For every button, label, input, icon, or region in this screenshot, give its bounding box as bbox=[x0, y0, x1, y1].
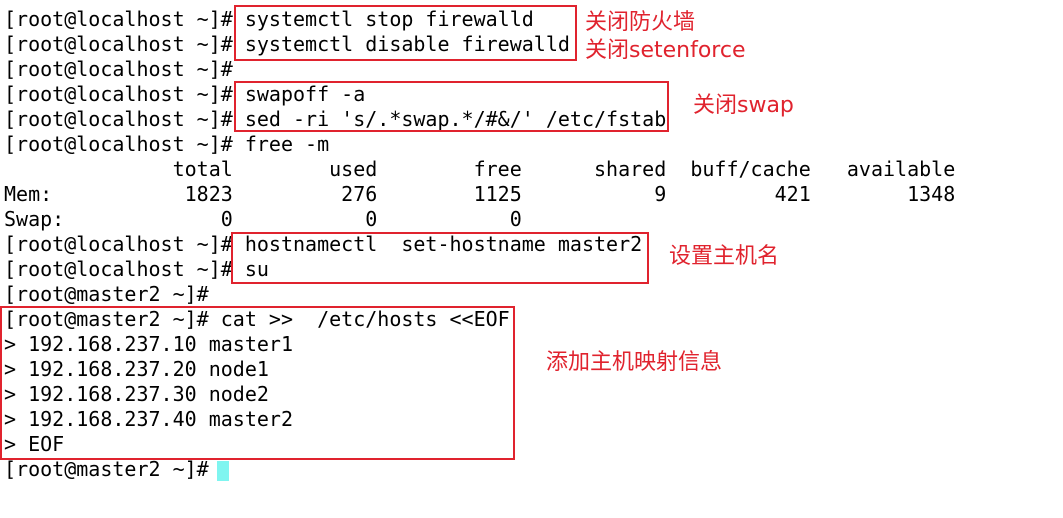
annotation-hostname: 设置主机名 bbox=[669, 244, 780, 269]
hostname-highlight-box bbox=[231, 232, 649, 284]
terminal-line: [root@localhost ~]# systemctl disable fi… bbox=[4, 32, 570, 56]
terminal-line: [root@localhost ~]# bbox=[4, 57, 233, 81]
terminal-line: [root@localhost ~]# systemctl stop firew… bbox=[4, 7, 534, 31]
terminal-line: > 192.168.237.30 node2 bbox=[4, 382, 269, 406]
free-mem-line: Mem: 1823 276 1125 9 421 1348 bbox=[4, 182, 956, 206]
terminal-line: > 192.168.237.20 node1 bbox=[4, 357, 269, 381]
terminal-line: [root@master2 ~]# cat >> /etc/hosts <<EO… bbox=[4, 307, 510, 331]
terminal-line: [root@localhost ~]# swapoff -a bbox=[4, 82, 366, 106]
terminal-line: [root@master2 ~]# bbox=[4, 282, 209, 306]
firewall-highlight-box bbox=[234, 5, 577, 61]
hosts-highlight-box bbox=[0, 306, 515, 460]
terminal-line: > 192.168.237.10 master1 bbox=[4, 332, 293, 356]
free-swap-line: Swap: 0 0 0 bbox=[4, 207, 522, 231]
free-header-line: total used free shared buff/cache availa… bbox=[4, 157, 956, 181]
annotation-selinux: 关闭setenforce bbox=[585, 38, 746, 63]
annotation-hosts: 添加主机映射信息 bbox=[546, 350, 723, 375]
terminal-prompt: [root@master2 ~]# bbox=[4, 457, 221, 481]
terminal-line: [root@localhost ~]# free -m bbox=[4, 132, 330, 156]
terminal-line: > 192.168.237.40 master2 bbox=[4, 407, 293, 431]
annotation-firewall: 关闭防火墙 bbox=[585, 10, 696, 35]
terminal-line: [root@localhost ~]# hostnamectl set-host… bbox=[4, 232, 643, 256]
terminal-line: > EOF bbox=[4, 432, 65, 456]
terminal-line: [root@localhost ~]# su bbox=[4, 257, 269, 281]
swap-highlight-box bbox=[234, 81, 669, 132]
annotation-swap: 关闭swap bbox=[693, 93, 794, 118]
terminal-cursor[interactable] bbox=[217, 461, 229, 481]
terminal-line: [root@localhost ~]# sed -ri 's/.*swap.*/… bbox=[4, 107, 667, 131]
